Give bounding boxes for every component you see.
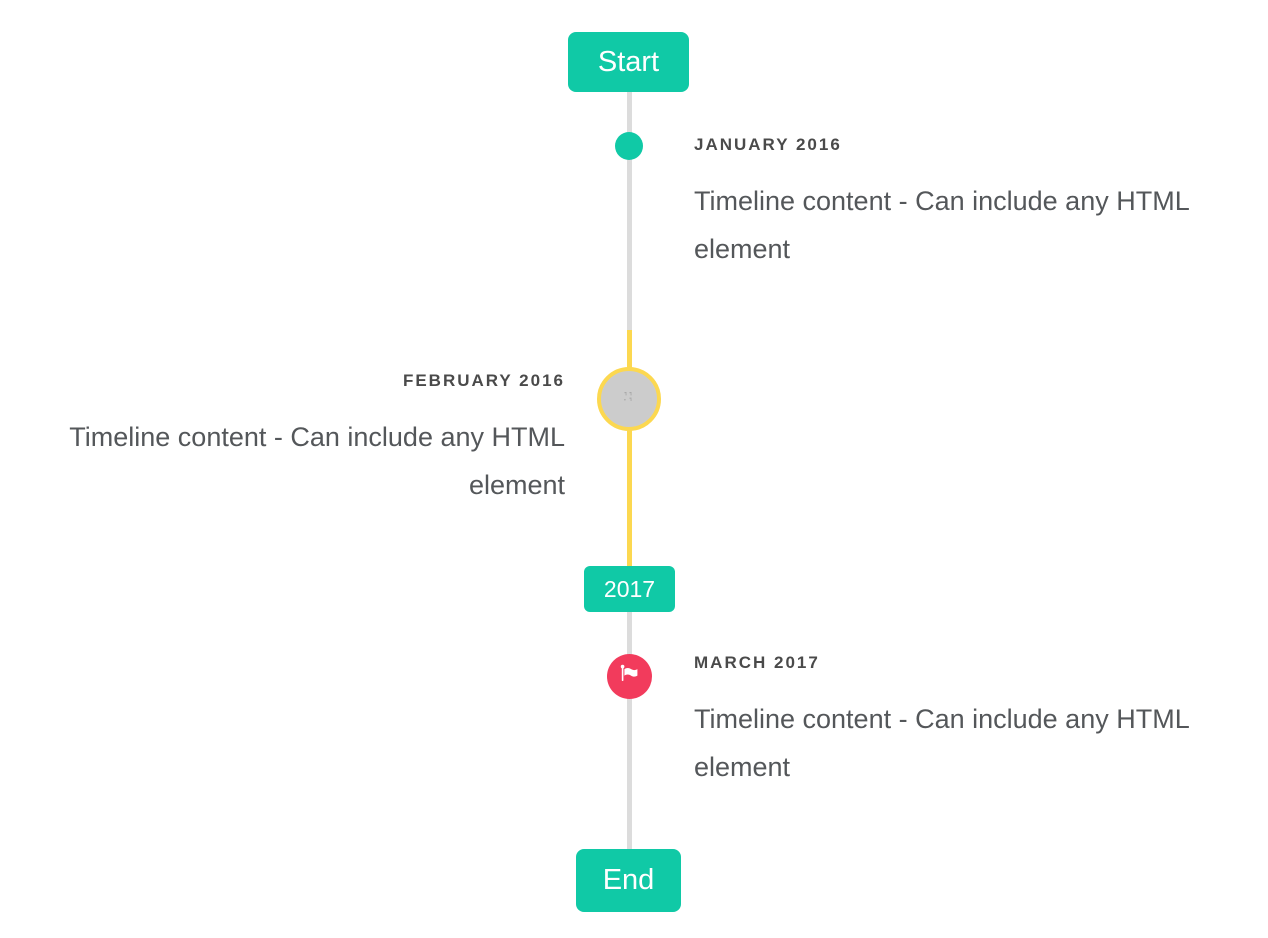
event-february-2016: FEBRUARY 2016 Timeline content - Can inc… [37, 371, 565, 509]
timeline-start-badge: Start [568, 32, 689, 92]
event-heading: MARCH 2017 [694, 653, 820, 672]
timeline-end-badge: End [576, 849, 681, 912]
event-heading: JANUARY 2016 [694, 135, 842, 154]
event-marker-dot[interactable] [615, 132, 643, 160]
event-january-2016: JANUARY 2016 Timeline content - Can incl… [694, 135, 1222, 273]
event-marker-image[interactable] [597, 367, 661, 431]
event-marker-flag[interactable] [607, 654, 652, 699]
timeline-end-label: End [602, 864, 655, 896]
broken-image-icon [621, 390, 637, 409]
event-march-2017: MARCH 2017 Timeline content - Can includ… [694, 653, 1222, 791]
event-body: Timeline content - Can include any HTML … [69, 422, 565, 500]
flag-icon [618, 662, 642, 691]
event-body: Timeline content - Can include any HTML … [694, 186, 1189, 264]
timeline-start-label: Start [597, 45, 660, 78]
event-body: Timeline content - Can include any HTML … [694, 704, 1189, 782]
timeline-line-highlight [627, 330, 632, 566]
event-heading: FEBRUARY 2016 [402, 371, 565, 390]
timeline-year-label: 2017 [603, 575, 656, 602]
timeline-year-badge: 2017 [584, 566, 675, 612]
